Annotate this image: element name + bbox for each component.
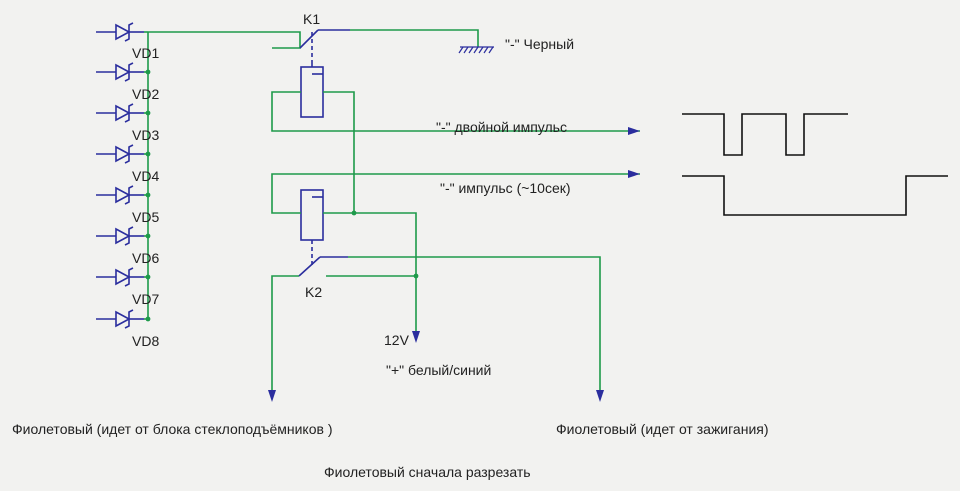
- cut-note-label: Фиолетовый сначала разрезать: [324, 464, 531, 480]
- violet-windows-label: Фиолетовый (идет от блока стеклоподъёмни…: [12, 421, 332, 437]
- diode-vd8: [95, 309, 151, 329]
- double-pulse-label: "-" двойной импульс: [436, 119, 567, 135]
- vd1-to-k1-wire: [148, 31, 301, 49]
- ground-label: "-" Черный: [505, 36, 574, 52]
- windows-arrow-icon: [268, 390, 276, 402]
- long-pulse-waveform: [682, 175, 948, 216]
- violet-ignition-label: Фиолетовый (идет от зажигания): [556, 421, 769, 437]
- diode-vd3: [95, 103, 151, 123]
- double-pulse-arrow-icon: [628, 127, 640, 135]
- relay-k1-label: K1: [303, 11, 320, 27]
- pulse-label: "-" импульс (~10сек): [440, 180, 571, 196]
- diode-vd4: [95, 144, 151, 164]
- k2-to-ignition-wire: [348, 256, 601, 390]
- diode-array: VD1 VD2 VD3 VD4 VD5 VD6 VD7 VD8: [95, 22, 159, 349]
- diode-label-vd1: VD1: [132, 45, 159, 61]
- relay-k2-coil: [300, 189, 324, 265]
- diode-label-vd8: VD8: [132, 333, 159, 349]
- k2-to-windows-wire: [271, 275, 299, 392]
- ignition-arrow-icon: [596, 390, 604, 402]
- relay-k1-contact: [299, 29, 350, 62]
- pulse-arrow-icon: [628, 170, 640, 178]
- k2-coil-left-wire: [271, 173, 640, 214]
- k1-coil-left-wire: [271, 91, 640, 132]
- coil-to-12v-wire: [323, 212, 417, 333]
- relay-k2-label: K2: [305, 284, 322, 300]
- relay-k2-contact: [298, 256, 348, 277]
- diode-label-vd4: VD4: [132, 168, 159, 184]
- diode-label-vd6: VD6: [132, 250, 159, 266]
- diode-vd6: [95, 226, 151, 246]
- ground-icon: [458, 46, 494, 54]
- plus-wire-label: "+" белый/синий: [386, 362, 491, 378]
- diode-label-vd5: VD5: [132, 209, 159, 225]
- diode-vd7: [95, 267, 151, 287]
- double-pulse-waveform: [682, 113, 848, 156]
- diode-vd5: [95, 185, 151, 205]
- v12-arrow-icon: [412, 331, 420, 343]
- relay-k1-coil: [300, 62, 324, 118]
- v12-label: 12V: [384, 332, 410, 348]
- diode-label-vd7: VD7: [132, 291, 159, 307]
- diode-vd1: [95, 22, 148, 42]
- k1-ground-wire: [350, 29, 479, 47]
- k1-coil-right-wire: [323, 91, 355, 213]
- diode-label-vd3: VD3: [132, 127, 159, 143]
- diode-vd2: [95, 62, 151, 82]
- diode-label-vd2: VD2: [132, 86, 159, 102]
